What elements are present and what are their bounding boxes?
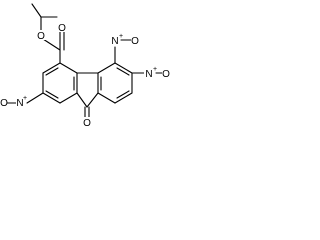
- bond-isopropyl-left: [31, 3, 42, 18]
- bond-left-ring-inner-c: [45, 67, 59, 76]
- left-nitro-o: O: [0, 98, 8, 109]
- ester-carbonyl-o-bg: [58, 22, 66, 32]
- bond-left-ring-inner-b: [45, 90, 59, 99]
- ester-carbonyl-o: O: [58, 23, 66, 34]
- bond-ester-o-c: [42, 38, 61, 51]
- ester-ether-o-bg: [37, 30, 46, 40]
- bond-left-nitro: [26, 92, 44, 104]
- bond-left-ring-3: [59, 92, 78, 104]
- bond-left-ring-6: [42, 62, 61, 74]
- bond-right-ring-1: [97, 62, 116, 74]
- left-nitro-plus: +: [23, 95, 27, 102]
- bond-right-ring-inner-b: [116, 67, 130, 76]
- atom-labels: O O O O N + N + O N + O: [0, 22, 171, 129]
- bond-right-ring-inner-c: [116, 90, 130, 99]
- bond-right-ring-5: [97, 92, 116, 104]
- bond-left-ring-1: [59, 62, 78, 74]
- right-nitro-n-bg: [144, 68, 154, 79]
- right-nitro-o-bg: [162, 68, 171, 79]
- right-nitro-plus: +: [153, 66, 157, 73]
- bond-right-ring-2: [114, 62, 133, 74]
- fluorenone-ester-structure: O O O O N + N + O N + O: [0, 3, 171, 129]
- ester-ether-o: O: [37, 31, 45, 42]
- upper-nitro-n-bg: [110, 35, 120, 46]
- upper-nitro-plus: +: [119, 33, 123, 40]
- left-nitro-n-bg: [16, 98, 26, 108]
- bond-left-ring-4: [42, 92, 61, 104]
- right-nitro-o: O: [162, 69, 170, 80]
- ketone-o-bg: [83, 117, 92, 128]
- bond-five-ring-left: [76, 92, 88, 108]
- bonds: [5, 3, 165, 118]
- right-nitro-n: N: [145, 69, 152, 80]
- left-nitro-o-bg: [0, 98, 7, 108]
- upper-nitro-o: O: [131, 36, 139, 47]
- bond-five-ring-right: [86, 92, 99, 108]
- left-nitro-n: N: [16, 98, 23, 109]
- upper-nitro-o-bg: [131, 35, 140, 46]
- bond-right-ring-4: [114, 92, 133, 104]
- upper-nitro-n: N: [111, 36, 118, 47]
- ketone-o: O: [83, 118, 91, 129]
